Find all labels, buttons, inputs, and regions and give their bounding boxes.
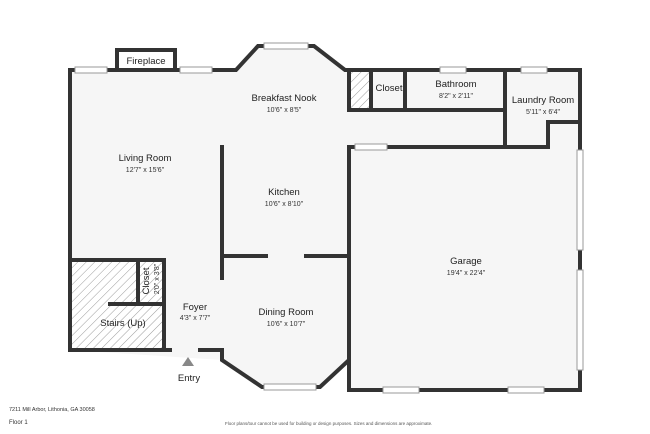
foyer-dims: 4'3" x 7'7" xyxy=(180,315,211,322)
dining-room-label: Dining Room xyxy=(259,307,314,318)
breakfast-nook-label: Breakfast Nook xyxy=(252,93,317,104)
disclaimer-text: Floor plans/tour cannot be used for buil… xyxy=(225,421,433,426)
closet-top-label: Closet xyxy=(376,83,403,94)
closet-side-dims: 2'0" x 3'8" xyxy=(154,263,161,294)
laundry-room-dims: 5'11" x 6'4" xyxy=(526,109,560,116)
floor-label: Floor 1 xyxy=(9,420,28,426)
living-room-label: Living Room xyxy=(119,153,172,164)
foyer-label: Foyer xyxy=(183,302,207,313)
interior-walls xyxy=(68,68,582,360)
kitchen-label: Kitchen xyxy=(268,187,300,198)
garage-label: Garage xyxy=(450,256,482,267)
bathroom-label: Bathroom xyxy=(435,79,476,90)
entry-arrow-icon[interactable] xyxy=(182,357,194,366)
breakfast-nook-dims: 10'6" x 8'5" xyxy=(267,107,302,114)
closet-side-label: Closet xyxy=(141,267,152,294)
windows xyxy=(74,42,584,394)
address-label: 7211 Mill Arbor, Lithonia, GA 30058 xyxy=(9,407,95,413)
garage-dims: 19'4" x 22'4" xyxy=(447,270,486,277)
fireplace-label: Fireplace xyxy=(126,56,165,67)
laundry-room-label: Laundry Room xyxy=(512,95,574,106)
bathroom-dims: 8'2" x 2'11" xyxy=(439,93,473,100)
entry-label: Entry xyxy=(178,373,200,384)
stairs-label: Stairs (Up) xyxy=(100,318,145,329)
living-room-dims: 12'7" x 15'6" xyxy=(126,167,165,174)
exterior-walls xyxy=(68,44,582,392)
kitchen-dims: 10'6" x 8'10" xyxy=(265,201,304,208)
closet-hatch xyxy=(350,72,369,108)
floor-area xyxy=(70,46,580,390)
dining-room-dims: 10'6" x 10'7" xyxy=(267,321,306,328)
